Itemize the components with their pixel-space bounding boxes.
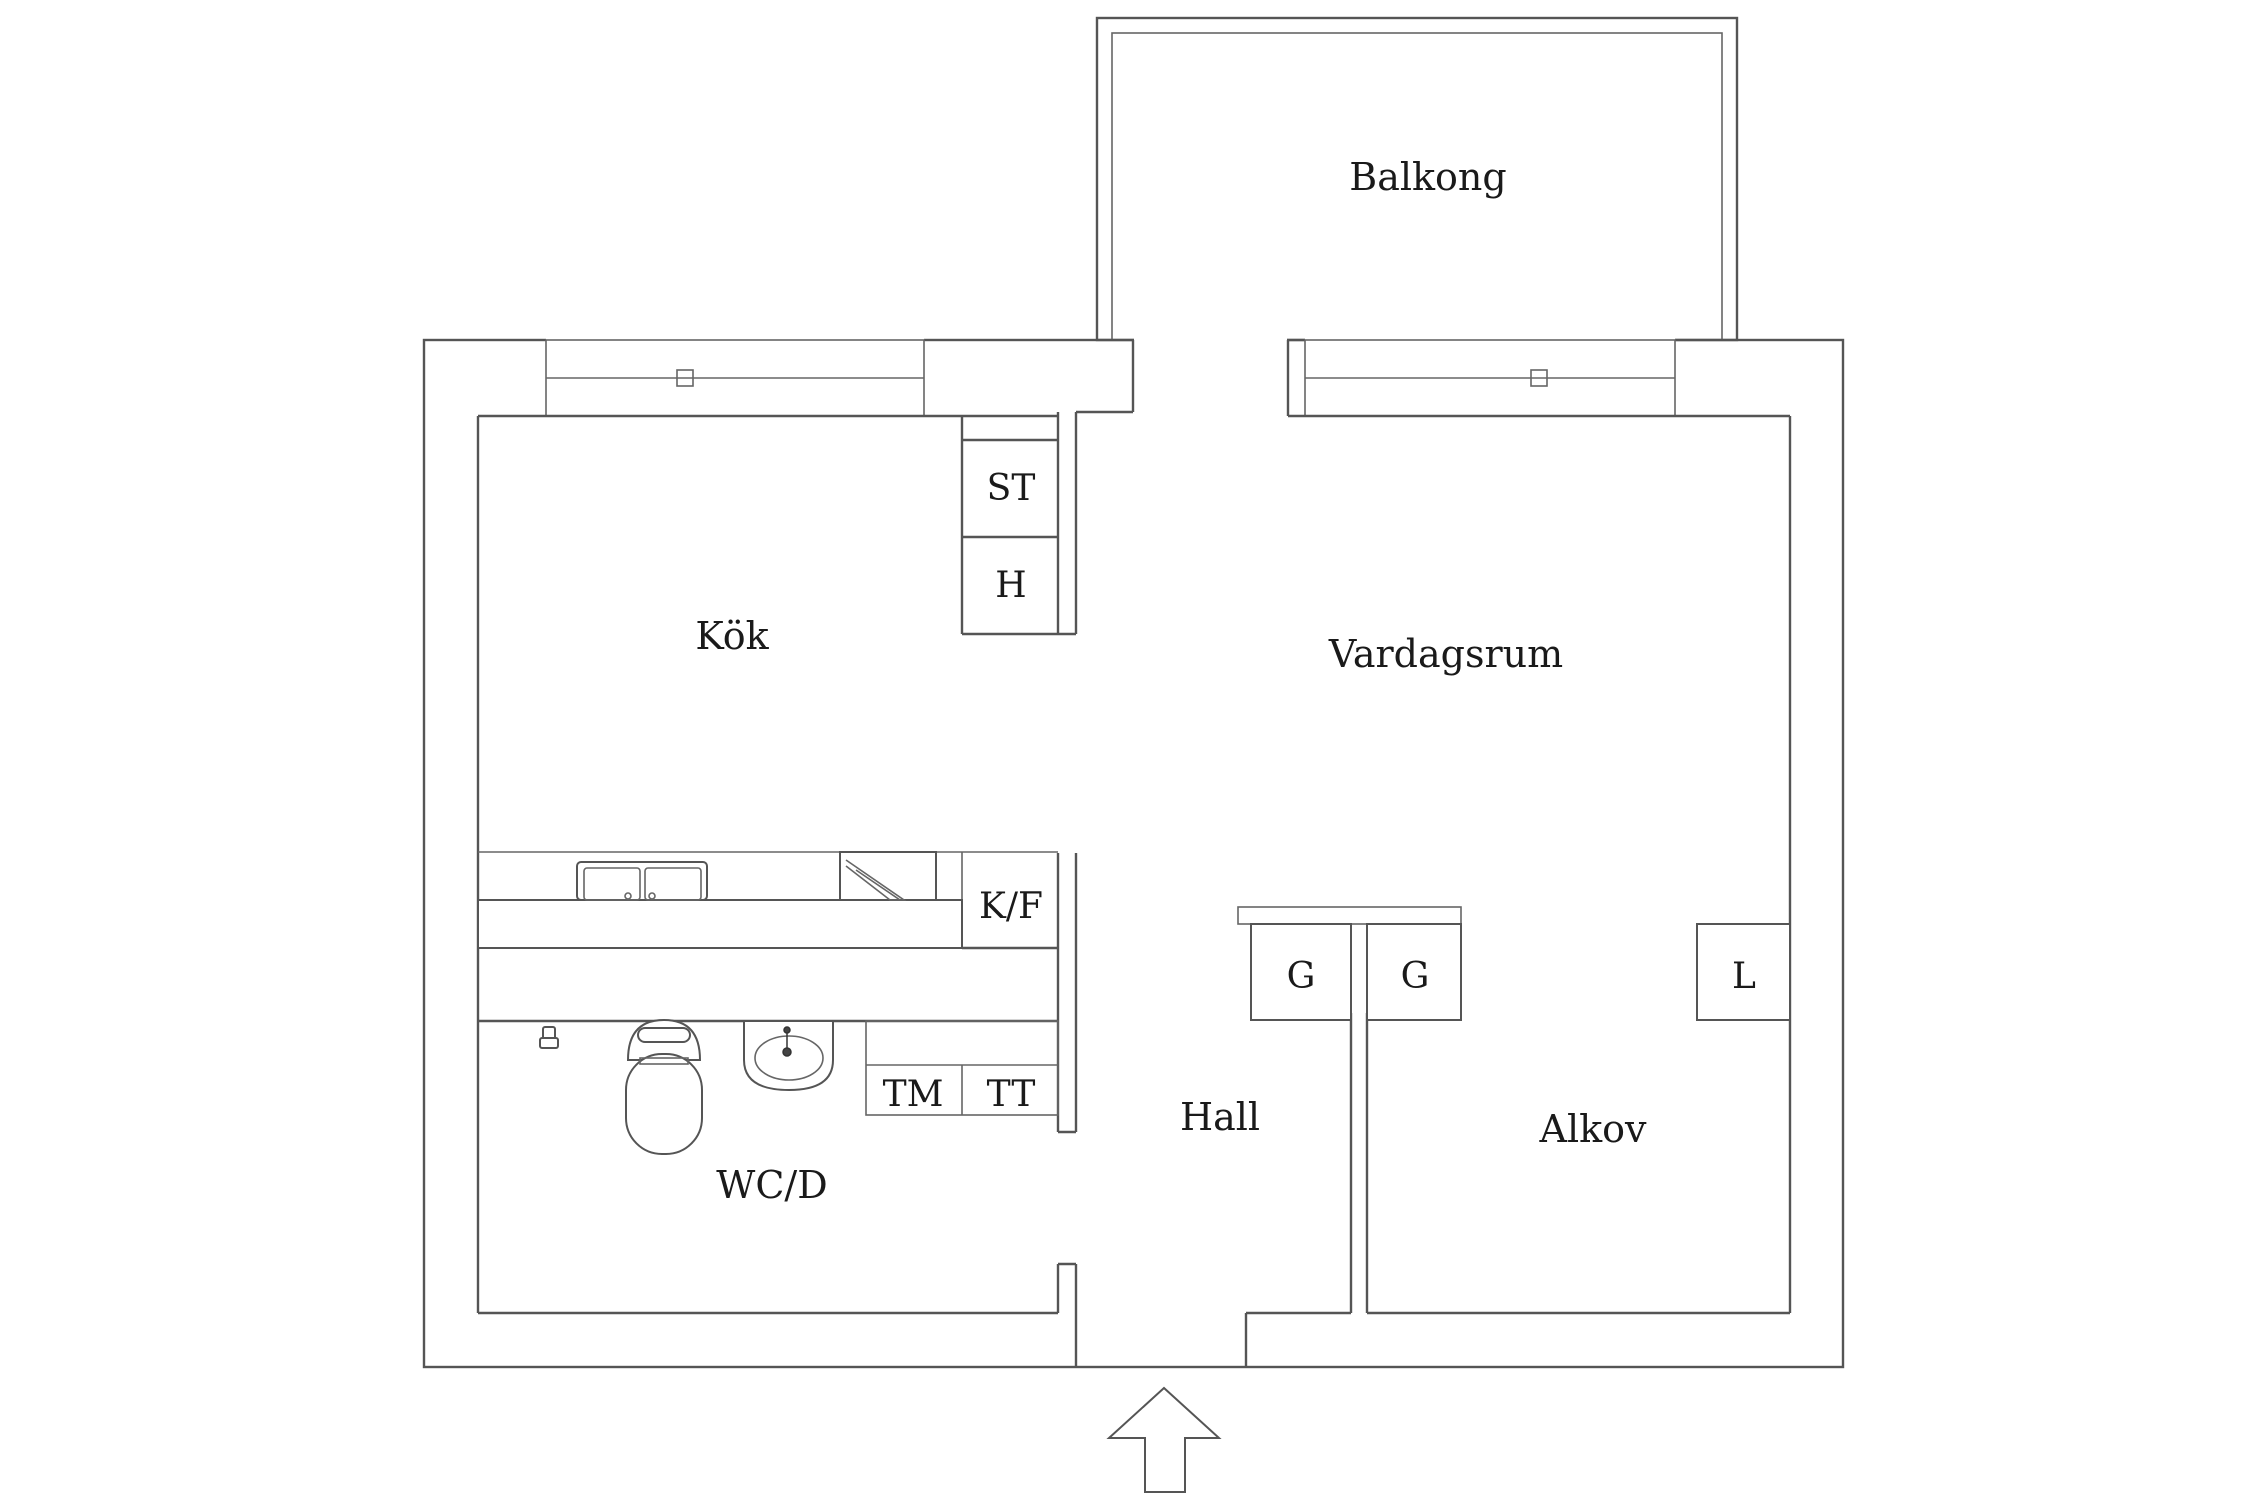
window-right-handle [1530, 369, 1548, 387]
fixture-label-g-left: G [1287, 956, 1316, 997]
outer-wall-outline [422, 338, 1845, 1369]
wardrobes [1237, 906, 1791, 1021]
room-label-alkov: Alkov [1539, 1107, 1648, 1151]
room-label-vardagsrum: Vardagsrum [1328, 632, 1563, 676]
room-label-balkong: Balkong [1349, 155, 1506, 199]
fixture-label-l: L [1732, 956, 1756, 997]
kitchen-fixtures [477, 416, 1058, 950]
fixture-label-tt: TT [987, 1074, 1036, 1115]
fixture-labels: ST H K/F TM TT G G L [883, 468, 1756, 1115]
balcony-door-opening [1076, 340, 1305, 418]
window-left-handle [676, 369, 694, 387]
wardrobe-g-right [1366, 923, 1462, 1021]
room-labels: Balkong Kök Vardagsrum Hall Alkov WC/D [695, 155, 1647, 1207]
windows [545, 336, 1676, 417]
fixture-label-tm: TM [883, 1074, 944, 1115]
wardrobe-shelf [1237, 906, 1462, 925]
fixture-label-g-right: G [1401, 956, 1430, 997]
wardrobe-g-left [1250, 923, 1352, 1021]
outer-walls [422, 338, 1845, 1369]
fixture-label-st: ST [987, 468, 1036, 509]
room-label-hall: Hall [1180, 1095, 1260, 1139]
room-label-kok: Kök [695, 614, 769, 658]
washbasin-icon [743, 1020, 834, 1092]
hob-icon [839, 851, 937, 901]
fixture-label-kf: K/F [979, 886, 1043, 927]
fixture-label-h: H [995, 565, 1026, 606]
wardrobe-l [1696, 923, 1791, 1021]
bathroom-fixtures [539, 1018, 1059, 1155]
room-label-wcd: WC/D [716, 1163, 827, 1207]
entrance-arrow-icon [1106, 1386, 1222, 1493]
double-sink-icon [576, 861, 708, 901]
tap-icon [539, 1026, 559, 1049]
toilet-icon [625, 1018, 703, 1155]
kitchen-counter-front [477, 899, 963, 949]
